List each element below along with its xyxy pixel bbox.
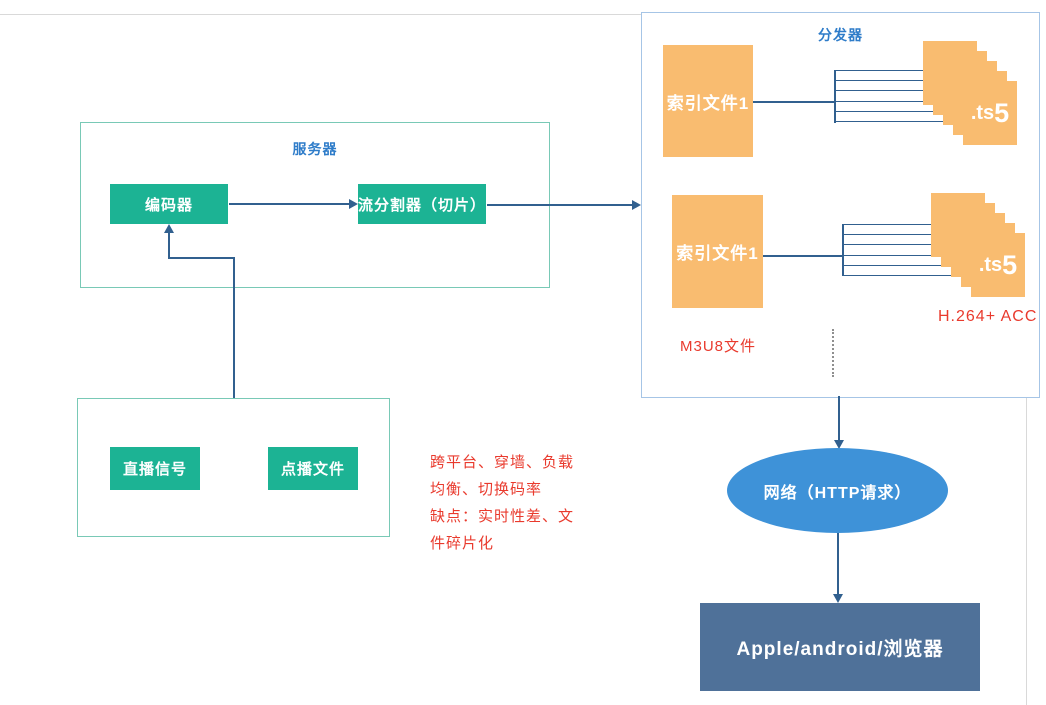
index1-comb-line (834, 80, 943, 81)
dispatcher-frame-title: 分发器 (818, 27, 863, 43)
index-file-2-label: 索引文件1 (676, 244, 759, 263)
live-signal-node[interactable]: 直播信号 (110, 447, 200, 490)
splitter-to-dispatcher-line (487, 204, 633, 206)
index2-comb-line (842, 265, 981, 266)
index-file-1-label: 索引文件1 (666, 93, 750, 113)
index1-comb-spine (834, 70, 836, 123)
splitter-to-dispatcher-arrowhead-icon (632, 200, 641, 210)
index1-comb-line (834, 70, 933, 71)
index-file-2-node[interactable]: 索引文件1 (672, 195, 763, 308)
index2-comb-spine (842, 224, 844, 276)
index2-comb-line (842, 234, 951, 235)
ellipsis-dotted-line (832, 329, 834, 377)
client-node[interactable]: Apple/android/浏览器 (700, 603, 980, 691)
index2-comb-line (842, 275, 991, 276)
index2-connector-line (763, 255, 842, 257)
network-to-client-arrowhead-icon (833, 594, 843, 603)
client-label: Apple/android/浏览器 (736, 638, 944, 660)
network-to-client-line (837, 533, 839, 595)
encoder-to-splitter-line (229, 203, 350, 205)
index1-comb-line (834, 121, 983, 122)
index2-comb-line (842, 255, 971, 256)
vod-file-label: 点播文件 (280, 461, 345, 478)
live-signal-label: 直播信号 (122, 461, 187, 478)
feature-notes: 跨平台、穿墙、负载 均衡、切换码率 缺点：实时性差、文 件碎片化 (430, 449, 610, 557)
source-to-encoder-arrowhead-icon (164, 224, 174, 233)
splitter-node[interactable]: 流分割器（切片） (358, 184, 486, 224)
source-to-encoder-line-stub (168, 232, 170, 259)
page-boundary-vertical-line (1026, 396, 1027, 705)
encoder-node[interactable]: 编码器 (110, 184, 228, 224)
source-to-encoder-line-horizontal (168, 257, 235, 259)
m3u8-label: M3U8文件 (680, 338, 757, 355)
feature-note-line: 缺点：实时性差、文 (430, 508, 575, 525)
source-to-encoder-line-vertical (233, 257, 235, 398)
index1-connector-line (753, 101, 834, 103)
index-file-1-node[interactable]: 索引文件1 (663, 45, 753, 157)
index2-comb-line (842, 224, 941, 225)
feature-note-line: 跨平台、穿墙、负载 (430, 454, 575, 471)
network-label: 网络（HTTP请求） (763, 484, 912, 502)
encoder-to-splitter-arrowhead-icon (349, 199, 358, 209)
encoder-label: 编码器 (144, 196, 193, 214)
page-boundary-horizontal-line (0, 14, 641, 15)
vod-file-node[interactable]: 点播文件 (268, 447, 358, 490)
dispatcher-to-network-line (838, 396, 840, 440)
codec-label: H.264+ ACC (938, 308, 1038, 325)
network-node[interactable]: 网络（HTTP请求） (727, 448, 948, 533)
index2-comb-line (842, 244, 961, 245)
index1-comb-line (834, 111, 973, 112)
index1-comb-line (834, 90, 953, 91)
index1-comb-line (834, 101, 963, 102)
dispatcher-to-network-arrowhead-icon (834, 440, 844, 449)
server-frame-title: 服务器 (292, 141, 338, 157)
splitter-label: 流分割器（切片） (358, 196, 487, 214)
feature-note-line: 件碎片化 (430, 535, 495, 552)
feature-note-line: 均衡、切换码率 (430, 481, 543, 498)
